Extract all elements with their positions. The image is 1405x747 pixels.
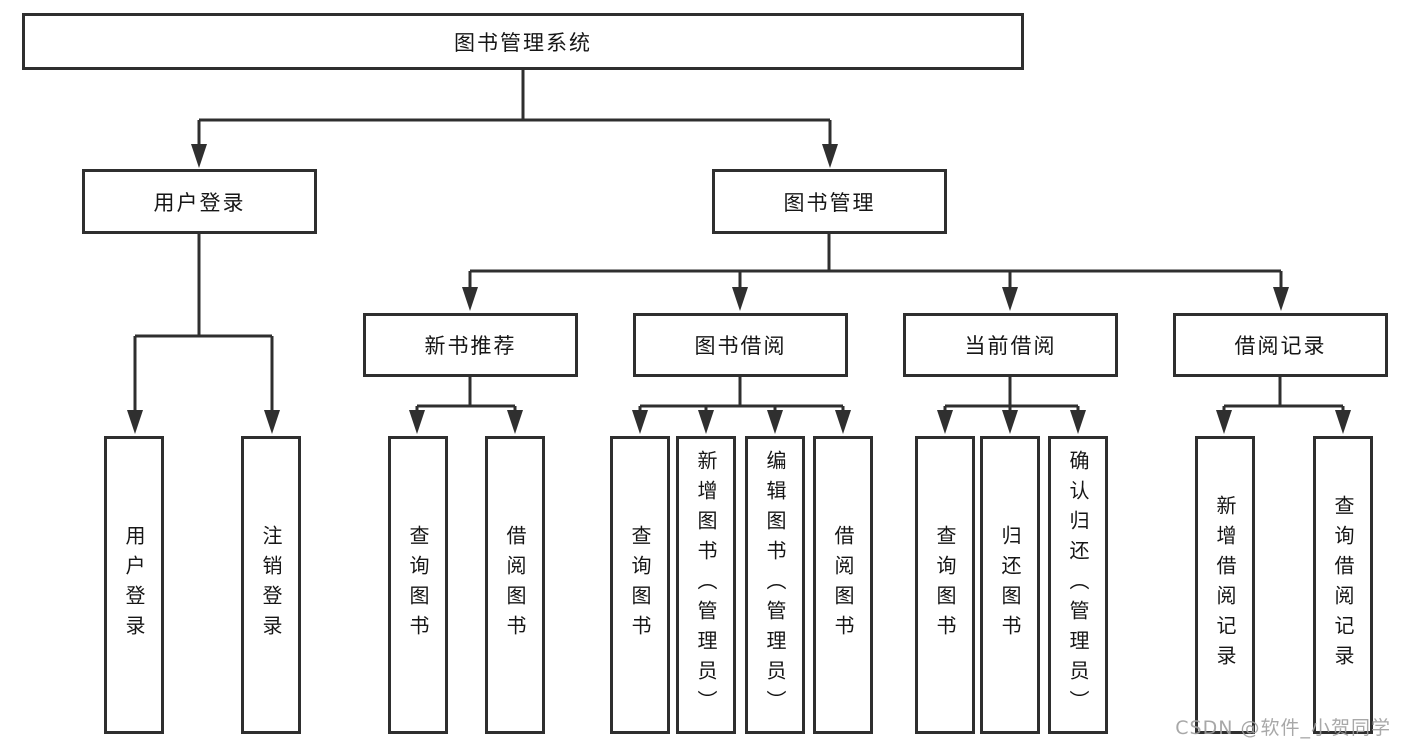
leaf-user-login: 用户登录 — [104, 436, 164, 734]
node-new-book-recommend: 新书推荐 — [363, 313, 578, 377]
node-book-borrow-label: 图书借阅 — [694, 334, 787, 358]
leaf-edit-book-admin: 编辑图书（管理员） — [745, 436, 805, 734]
node-borrow-records-label: 借阅记录 — [1234, 334, 1327, 358]
node-book-mgmt: 图书管理 — [712, 169, 947, 234]
csdn-watermark: CSDN @软件_小贺同学 — [1175, 717, 1391, 739]
arrowhead-icon — [264, 410, 280, 434]
arrowhead-icon — [732, 287, 748, 311]
arrowhead-icon — [1216, 410, 1232, 434]
node-root: 图书管理系统 — [22, 13, 1024, 70]
leaf-query-borrow-record: 查询借阅记录 — [1313, 436, 1373, 734]
leaf-return-book: 归还图书 — [980, 436, 1040, 734]
arrowhead-icon — [835, 410, 851, 434]
leaf-borrow-books-recommend-label: 借阅图书 — [503, 525, 527, 645]
leaf-add-borrow-record: 新增借阅记录 — [1195, 436, 1255, 734]
leaf-add-book-admin-label: 新增图书（管理员） — [694, 450, 718, 720]
arrowhead-icon — [822, 144, 838, 168]
node-borrow-records: 借阅记录 — [1173, 313, 1388, 377]
arrowhead-icon — [1335, 410, 1351, 434]
node-user-login-label: 用户登录 — [153, 190, 246, 215]
node-root-label: 图书管理系统 — [454, 30, 592, 55]
leaf-add-borrow-record-label: 新增借阅记录 — [1213, 495, 1237, 675]
node-user-login: 用户登录 — [82, 169, 317, 234]
leaf-edit-book-admin-label: 编辑图书（管理员） — [763, 450, 787, 720]
node-current-borrow: 当前借阅 — [903, 313, 1118, 377]
arrowhead-icon — [1002, 287, 1018, 311]
leaf-logout: 注销登录 — [241, 436, 301, 734]
leaf-add-book-admin: 新增图书（管理员） — [676, 436, 736, 734]
arrowhead-icon — [632, 410, 648, 434]
leaf-borrow-books-recommend: 借阅图书 — [485, 436, 545, 734]
arrowhead-icon — [1070, 410, 1086, 434]
connector-new-book-children — [409, 377, 523, 434]
arrowhead-icon — [191, 144, 207, 168]
arrowhead-icon — [462, 287, 478, 311]
node-book-borrow: 图书借阅 — [633, 313, 848, 377]
leaf-query-books-recommend: 查询图书 — [388, 436, 448, 734]
connector-root-to-level2 — [191, 70, 838, 168]
arrowhead-icon — [1273, 287, 1289, 311]
leaf-query-borrow-record-label: 查询借阅记录 — [1331, 495, 1355, 675]
leaf-confirm-return-admin-label: 确认归还（管理员） — [1066, 450, 1090, 720]
node-book-mgmt-label: 图书管理 — [783, 190, 876, 215]
leaf-logout-label: 注销登录 — [259, 525, 283, 645]
leaf-borrow-books: 借阅图书 — [813, 436, 873, 734]
node-current-borrow-label: 当前借阅 — [964, 334, 1057, 358]
arrowhead-icon — [507, 410, 523, 434]
arrowhead-icon — [767, 410, 783, 434]
connector-current-borrow-children — [937, 377, 1086, 434]
connector-borrow-records-children — [1216, 377, 1351, 434]
leaf-query-books-current-label: 查询图书 — [933, 525, 957, 645]
arrowhead-icon — [127, 410, 143, 434]
leaf-confirm-return-admin: 确认归还（管理员） — [1048, 436, 1108, 734]
arrowhead-icon — [409, 410, 425, 434]
node-new-book-recommend-label: 新书推荐 — [424, 334, 517, 358]
connector-book-borrow-children — [632, 377, 851, 434]
connector-book-mgmt-children — [462, 234, 1289, 311]
leaf-user-login-label: 用户登录 — [122, 525, 146, 645]
leaf-return-book-label: 归还图书 — [998, 525, 1022, 645]
leaf-query-books-recommend-label: 查询图书 — [406, 525, 430, 645]
arrowhead-icon — [1002, 410, 1018, 434]
arrowhead-icon — [698, 410, 714, 434]
arrowhead-icon — [937, 410, 953, 434]
leaf-query-books-current: 查询图书 — [915, 436, 975, 734]
leaf-query-books-borrow-label: 查询图书 — [628, 525, 652, 645]
leaf-query-books-borrow: 查询图书 — [610, 436, 670, 734]
connector-user-login-children — [127, 234, 280, 434]
leaf-borrow-books-label: 借阅图书 — [831, 525, 855, 645]
